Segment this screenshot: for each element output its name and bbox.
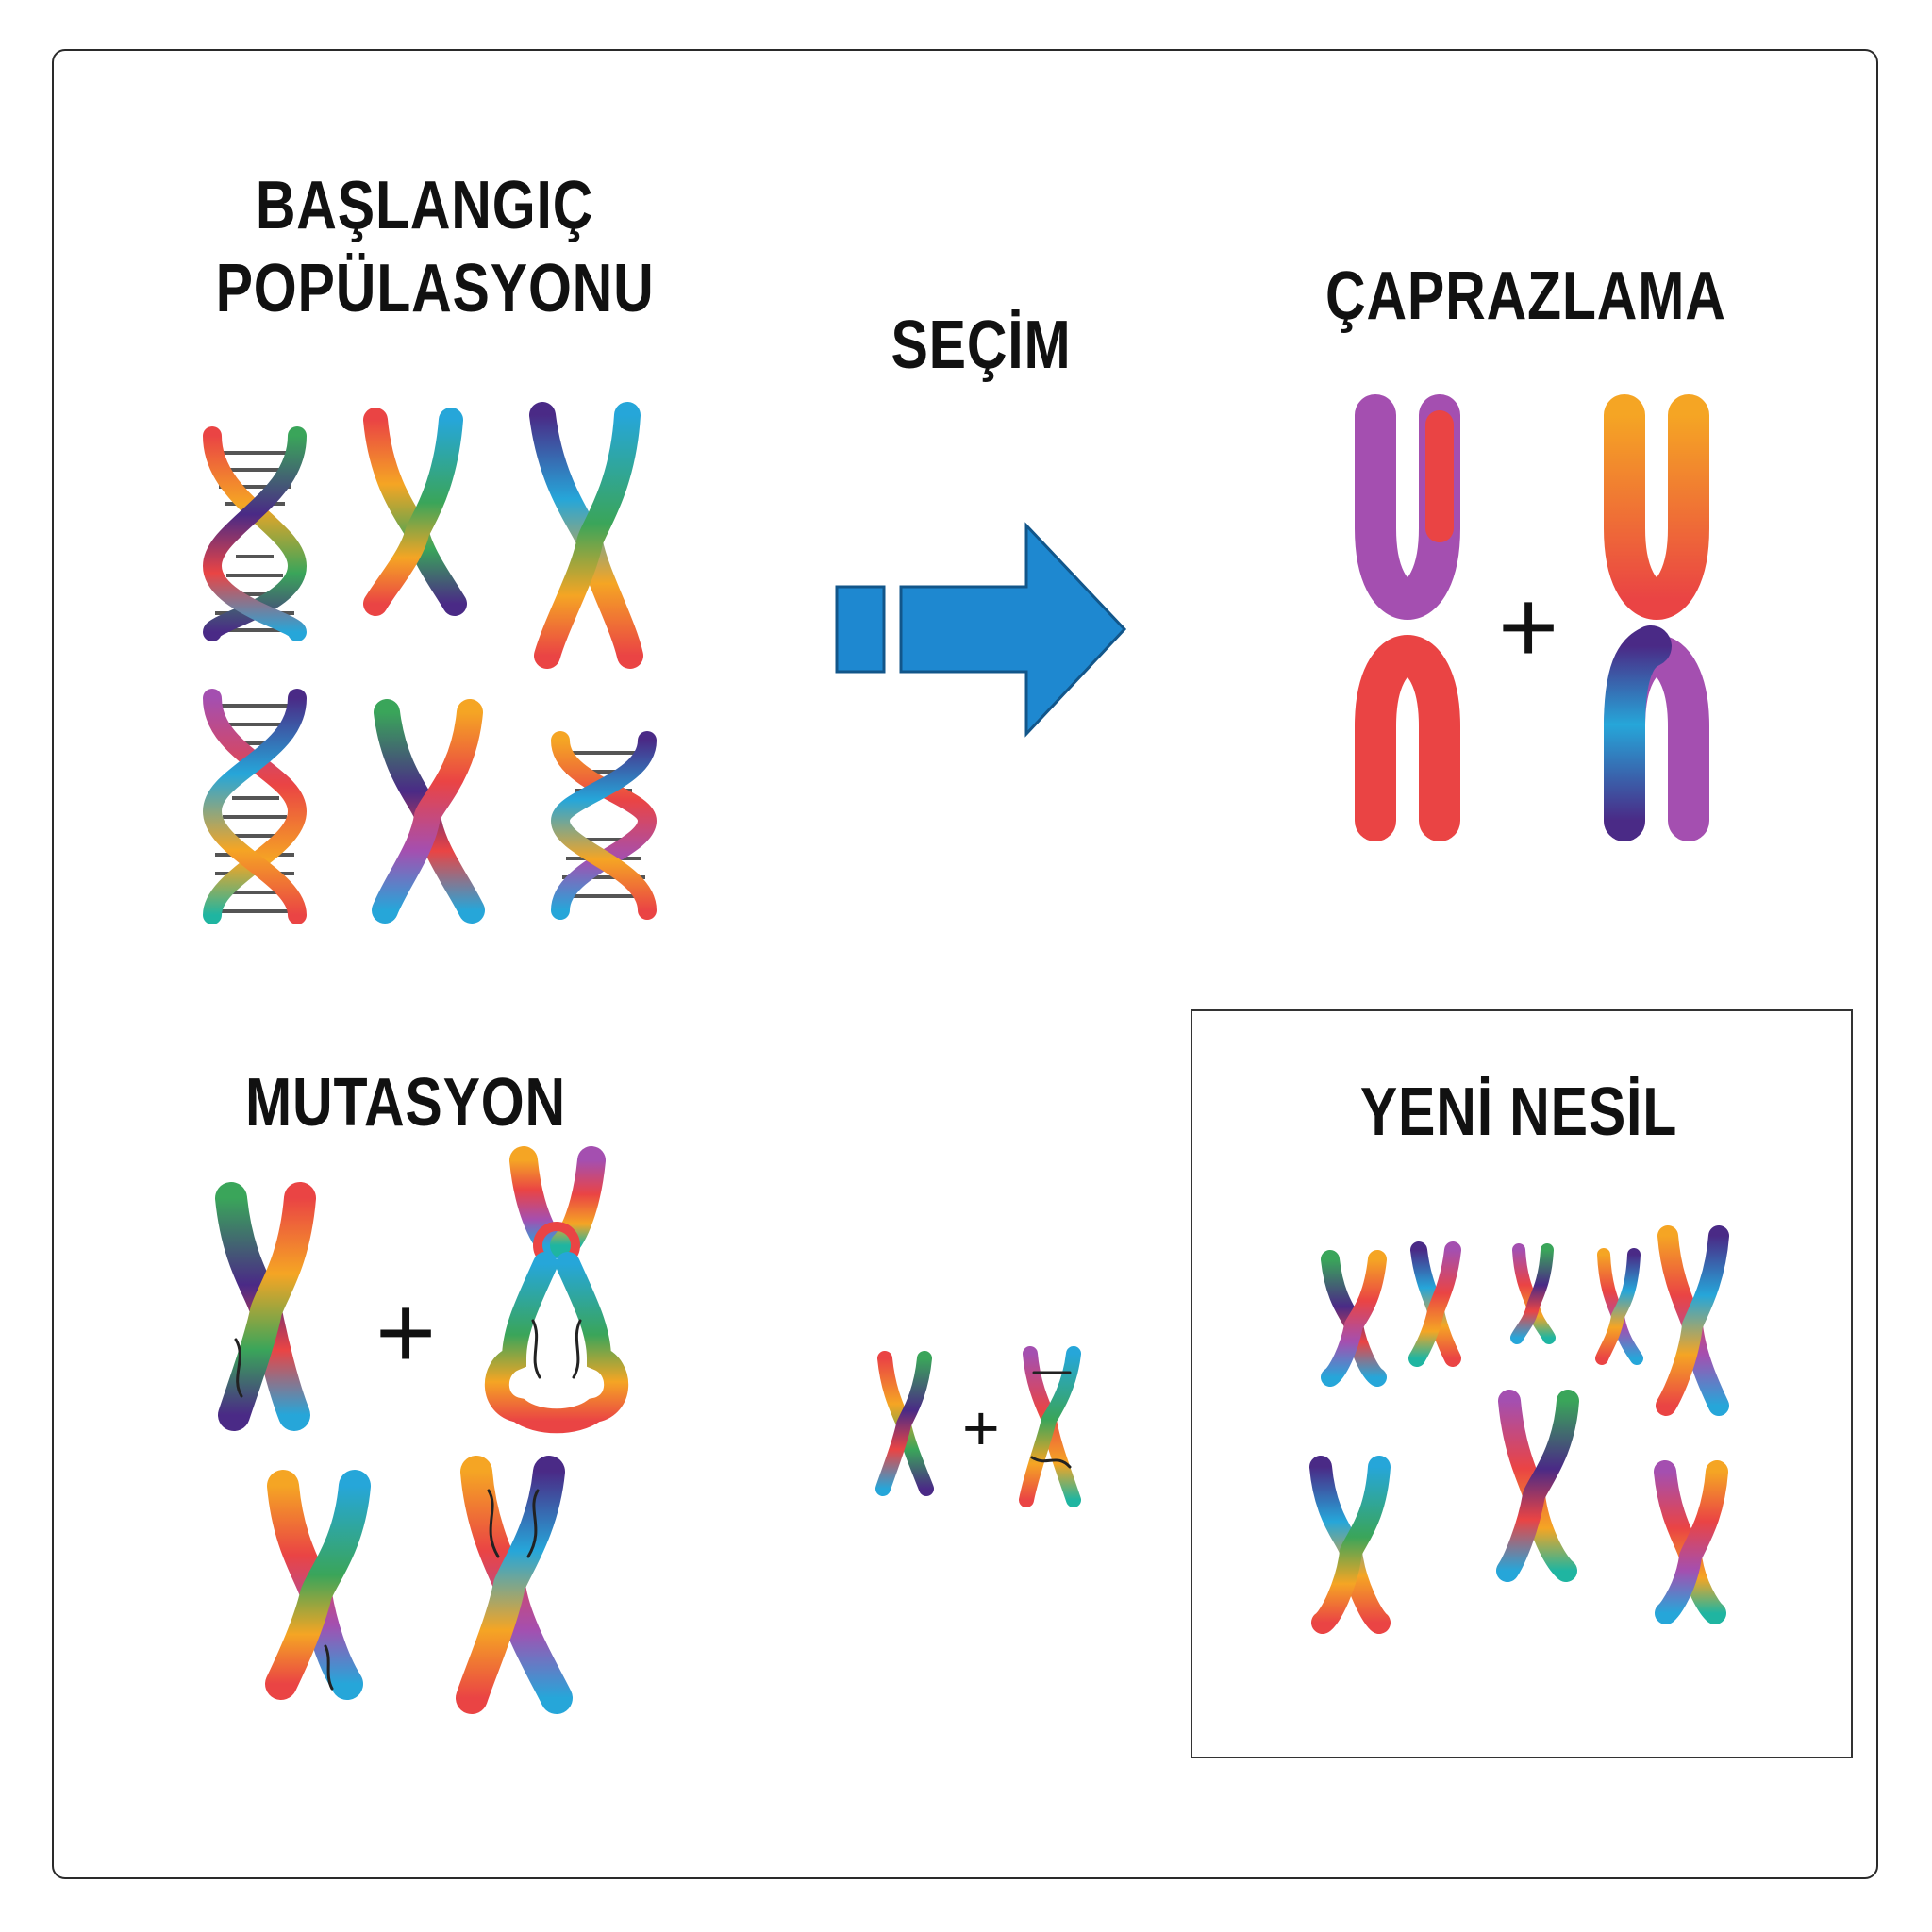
selection-label: SEÇİM [891, 308, 1072, 383]
mutation-chromosome-4-icon [456, 1456, 573, 1714]
new-generation-chromosome-8-icon [1654, 1460, 1728, 1624]
selection-arrow-icon [835, 522, 1127, 738]
crossover-parent-2-icon [1604, 394, 1709, 841]
population-dna-4-icon [202, 689, 308, 924]
mutation-label: MUTASYON [244, 1065, 567, 1141]
crossover-label: ÇAPRAZLAMA [1325, 258, 1726, 334]
population-chromosome-3-icon [529, 402, 643, 669]
diagram-frame [52, 49, 1878, 1879]
crossover-parent-1-icon [1355, 394, 1460, 841]
new-generation-chromosome-1-icon [1321, 1250, 1387, 1387]
population-chromosome-2-icon [363, 408, 467, 616]
new-generation-chromosome-6-icon [1309, 1456, 1391, 1634]
new-generation-chromosome-7-icon [1496, 1390, 1579, 1582]
new-generation-chromosome-5-icon [1656, 1225, 1729, 1416]
offspring-chromosome-1-icon [875, 1351, 934, 1496]
population-dna-6-icon [550, 731, 658, 920]
mutation-chromosome-2-icon [484, 1146, 629, 1434]
mutation-plus-sign: + [375, 1274, 437, 1391]
offspring-chromosome-2-icon [1019, 1346, 1081, 1507]
mutation-chromosome-3-icon [265, 1470, 371, 1700]
new-generation-chromosome-4-icon [1595, 1248, 1643, 1365]
initial-population-label-line2: POPÜLASYONU [215, 251, 655, 326]
new-generation-box [1191, 1009, 1853, 1758]
new-generation-chromosome-3-icon [1510, 1243, 1556, 1344]
population-chromosome-5-icon [372, 699, 485, 924]
offspring-plus-sign: + [962, 1392, 1000, 1464]
new-generation-chromosome-2-icon [1408, 1241, 1461, 1367]
mutation-chromosome-1-icon [215, 1182, 316, 1431]
initial-population-label: BAŞLANGIÇ POPÜLASYONU [215, 168, 655, 338]
crossover-plus-sign: + [1498, 569, 1559, 685]
new-generation-label: YENİ NESİL [1359, 1074, 1678, 1150]
population-dna-1-icon [202, 426, 308, 641]
initial-population-label-line1: BAŞLANGIÇ [255, 168, 594, 243]
